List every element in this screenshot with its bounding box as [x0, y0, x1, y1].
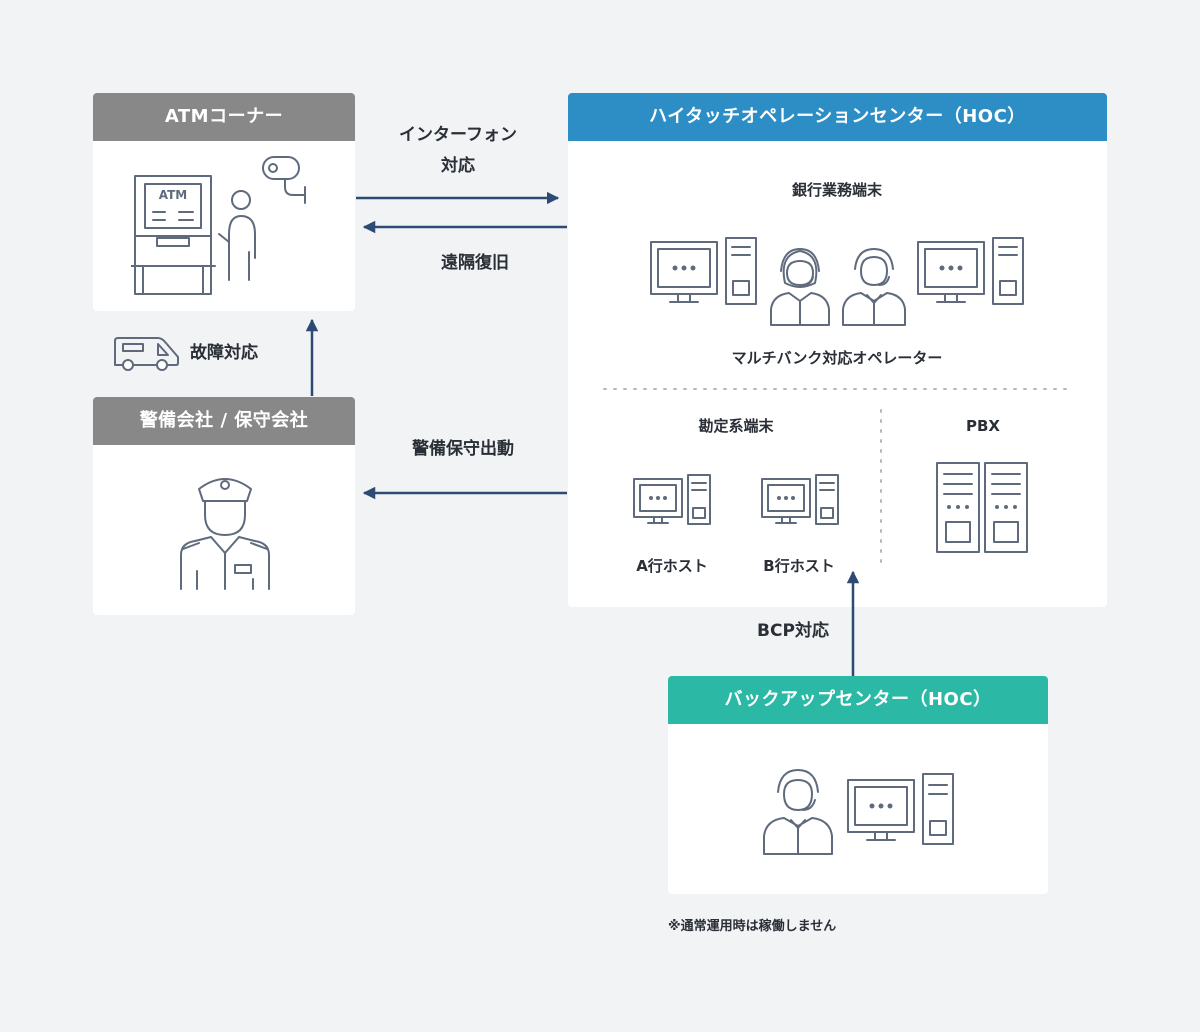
accounting-terminal-label: 勘定系端末: [698, 417, 774, 435]
atm-screen-text: ATM: [159, 188, 187, 202]
remote-recovery-label: 遠隔復旧: [441, 253, 509, 273]
backup-center-card: バックアップセンター（HOC）: [668, 676, 1048, 894]
security-dispatch-label: 警備保守出動: [412, 439, 514, 459]
operator-label: マルチバンク対応オペレーター: [731, 349, 943, 367]
bank-terminal-left-icon: [648, 235, 760, 307]
bcp-label: BCP対応: [757, 621, 829, 641]
backup-center-title: バックアップセンター（HOC）: [668, 676, 1048, 724]
host-b-terminal-icon: [760, 473, 842, 527]
security-company-title: 警備会社 / 保守会社: [93, 397, 355, 445]
operator-female-icon: [767, 243, 833, 329]
operator-male-icon: [839, 243, 909, 329]
bank-terminal-label: 銀行業務端末: [791, 181, 882, 199]
bank-terminal-right-icon: [915, 235, 1027, 307]
intercom-label: インターフォン 対応: [399, 125, 517, 176]
failure-response-label: 故障対応: [190, 343, 258, 363]
pbx-server-icon: [934, 460, 1032, 556]
atm-user-icon: [215, 188, 265, 288]
atm-machine-icon: ATM: [131, 168, 241, 298]
backup-terminal-icon: [845, 771, 957, 847]
hoc-title: ハイタッチオペレーションセンター（HOC）: [568, 93, 1107, 141]
host-b-label: B行ホスト: [763, 557, 835, 575]
security-guard-icon: [175, 467, 275, 595]
service-van-icon: [112, 335, 182, 373]
backup-operator-icon: [760, 764, 836, 858]
atm-corner-title: ATMコーナー: [93, 93, 355, 141]
pbx-label: PBX: [966, 417, 1000, 435]
footnote: ※通常運用時は稼働しません: [668, 919, 837, 934]
host-a-label: A行ホスト: [636, 557, 708, 575]
security-camera-icon: [259, 151, 319, 206]
atm-corner-card: ATMコーナー ATM: [93, 93, 355, 311]
host-a-terminal-icon: [632, 473, 714, 527]
security-company-card: 警備会社 / 保守会社: [93, 397, 355, 615]
